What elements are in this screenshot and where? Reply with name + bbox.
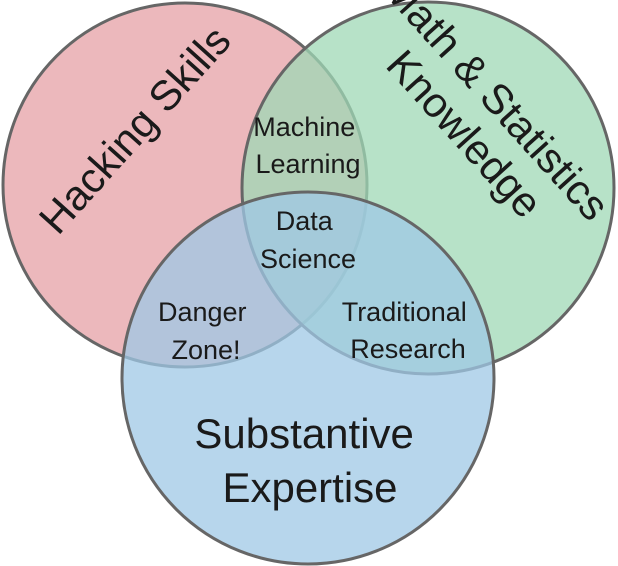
substantive-expertise-line-1: Substantive <box>194 410 413 457</box>
traditional-research-line-1: Traditional <box>342 297 467 327</box>
data-science-label: Data Science <box>260 206 356 274</box>
substantive-expertise-label: Substantive Expertise <box>194 410 425 511</box>
traditional-research-label: Traditional Research <box>342 297 475 364</box>
substantive-expertise-line-2: Expertise <box>222 464 397 511</box>
traditional-research-line-2: Research <box>350 334 466 364</box>
data-science-line-2: Science <box>260 244 356 274</box>
danger-zone-line-2: Zone! <box>171 335 240 365</box>
data-science-line-1: Data <box>276 206 334 236</box>
machine-learning-label: Machine Learning <box>253 112 363 179</box>
danger-zone-label: Danger Zone! <box>158 297 254 365</box>
danger-zone-line-1: Danger <box>158 297 247 327</box>
machine-learning-line-1: Machine <box>253 112 355 142</box>
substantive-expertise-circle <box>120 190 496 566</box>
machine-learning-line-2: Learning <box>255 149 360 179</box>
